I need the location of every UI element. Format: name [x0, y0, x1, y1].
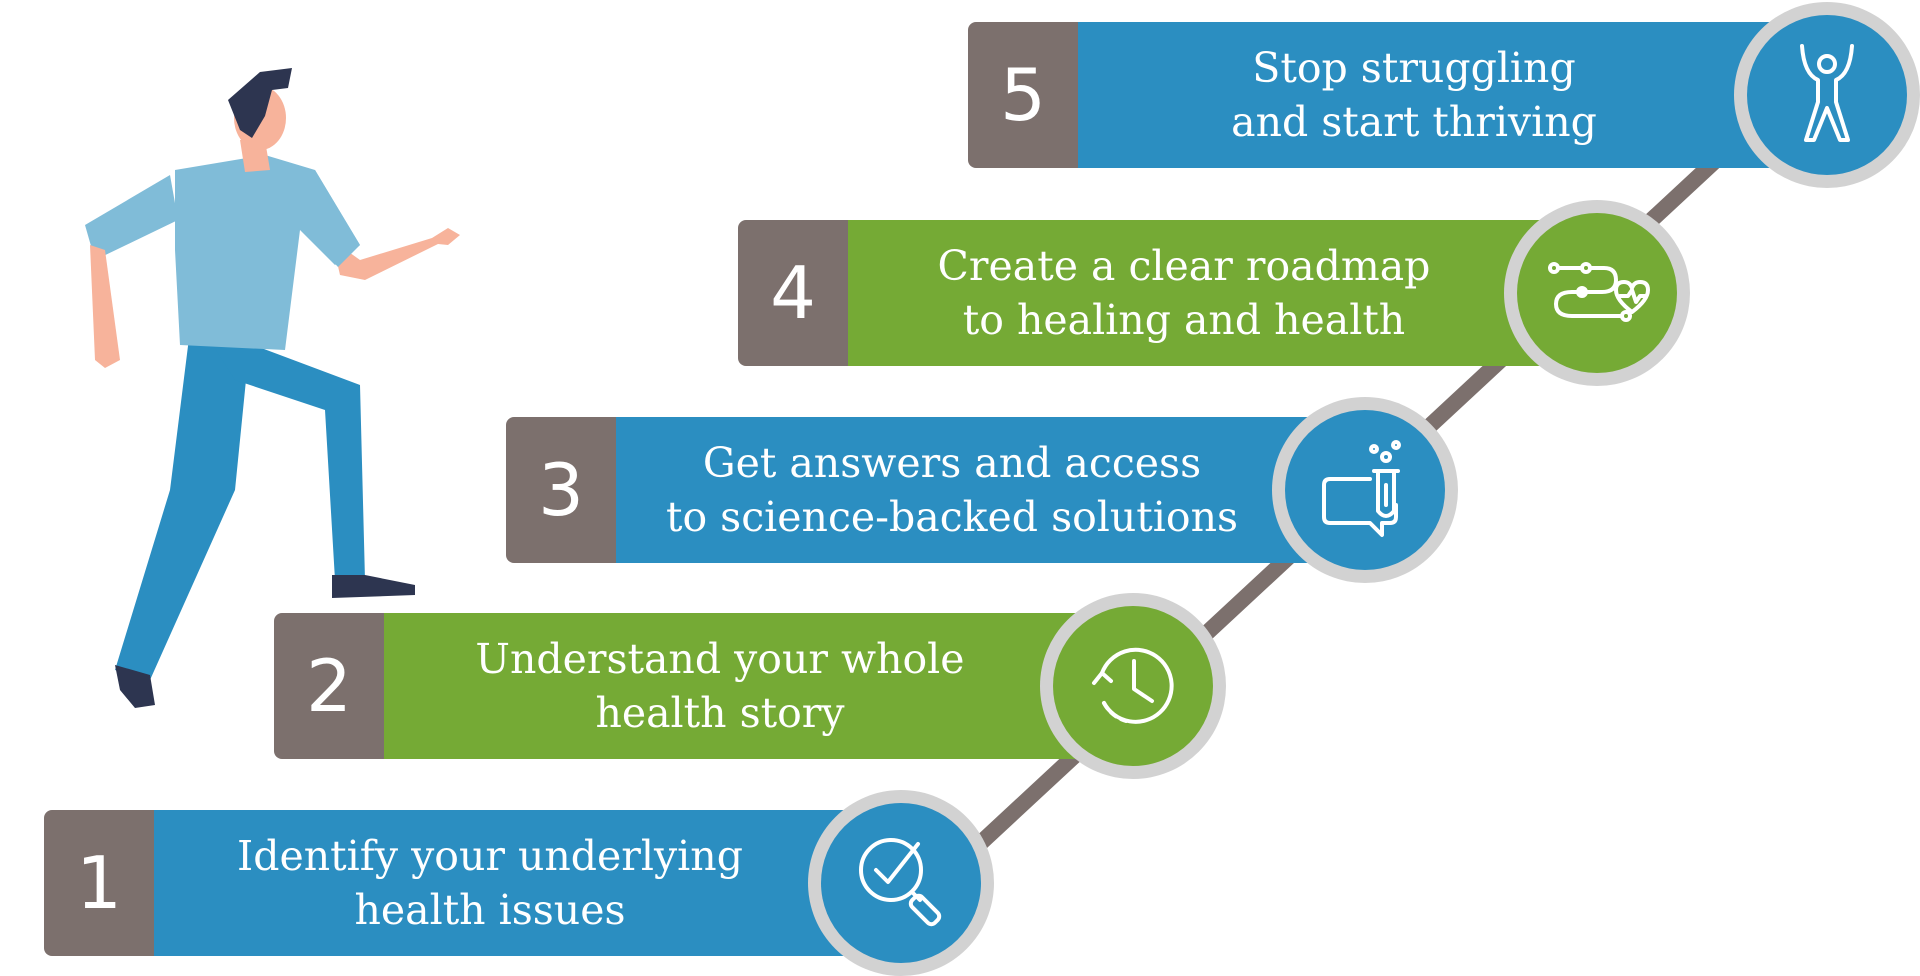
- step-2-line2: health story: [595, 689, 845, 737]
- step-1-line1: Identify your underlying: [237, 832, 743, 880]
- clock-history-icon: [1092, 647, 1174, 724]
- step-1-bar: Identify your underlying health issues: [130, 810, 850, 956]
- step-5-number: 5: [968, 22, 1078, 168]
- step-3-bar: Get answers and access to science-backed…: [592, 417, 1312, 563]
- step-4-bar: Create a clear roadmap to healing and he…: [824, 220, 1544, 366]
- step-3-number: 3: [506, 417, 616, 563]
- step-2-bar: Understand your whole health story: [360, 613, 1080, 759]
- step-5-line1: Stop struggling: [1252, 44, 1576, 92]
- step-2-line1: Understand your whole: [475, 635, 965, 683]
- thriving-person-icon: [1800, 44, 1854, 142]
- step-5-bar: Stop struggling and start thriving: [1054, 22, 1774, 168]
- magnifier-check-icon: [859, 838, 942, 927]
- step-3-line2: to science-backed solutions: [665, 493, 1239, 541]
- step-4-icon-ring: [1504, 200, 1690, 386]
- step-5-icon-ring: [1734, 2, 1920, 188]
- step-2-icon-ring: [1040, 593, 1226, 779]
- walking-person-illustration: [85, 68, 460, 708]
- roadmap-heart-icon: [1548, 262, 1650, 322]
- step-1-line2: health issues: [354, 886, 626, 934]
- chat-test-tube-icon: [1322, 440, 1401, 537]
- step-5-line2: and start thriving: [1231, 98, 1597, 146]
- step-4-line2: to healing and health: [962, 296, 1406, 344]
- step-1-number: 1: [44, 810, 154, 956]
- step-1-icon-ring: [808, 790, 994, 976]
- step-3-line1: Get answers and access: [702, 439, 1202, 487]
- step-4-number: 4: [738, 220, 848, 366]
- step-2-number: 2: [274, 613, 384, 759]
- step-3-icon-ring: [1272, 397, 1458, 583]
- step-4-line1: Create a clear roadmap: [937, 242, 1431, 290]
